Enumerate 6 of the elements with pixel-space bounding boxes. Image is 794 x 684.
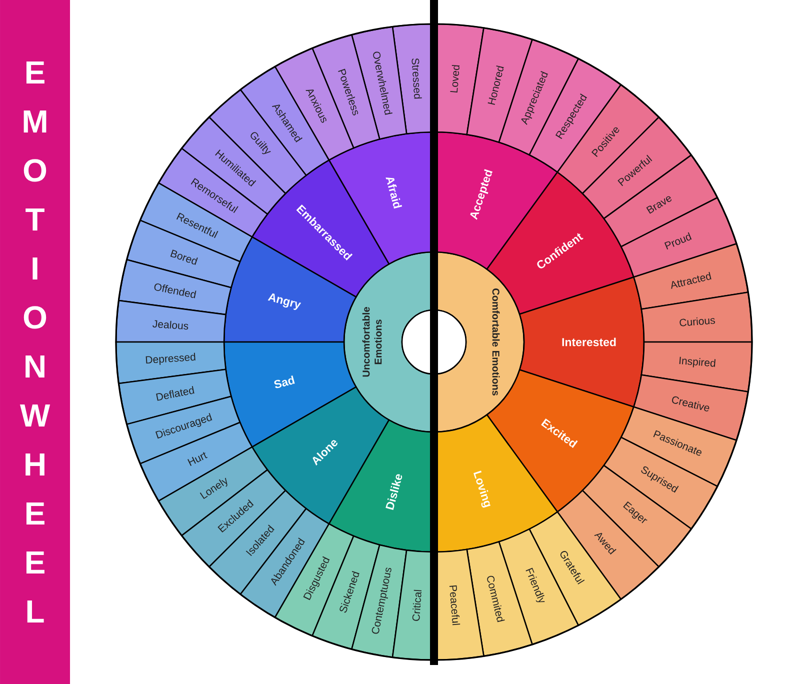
wheel-segment: Curious bbox=[640, 292, 753, 343]
title: EMOTION WHEEL bbox=[20, 62, 50, 622]
wheel-segment: Inspired bbox=[640, 341, 753, 392]
wheel-segment: Depressed bbox=[115, 341, 226, 384]
wheel-segment: Jealous bbox=[115, 300, 226, 343]
wheel-segment: Interested bbox=[518, 276, 645, 408]
